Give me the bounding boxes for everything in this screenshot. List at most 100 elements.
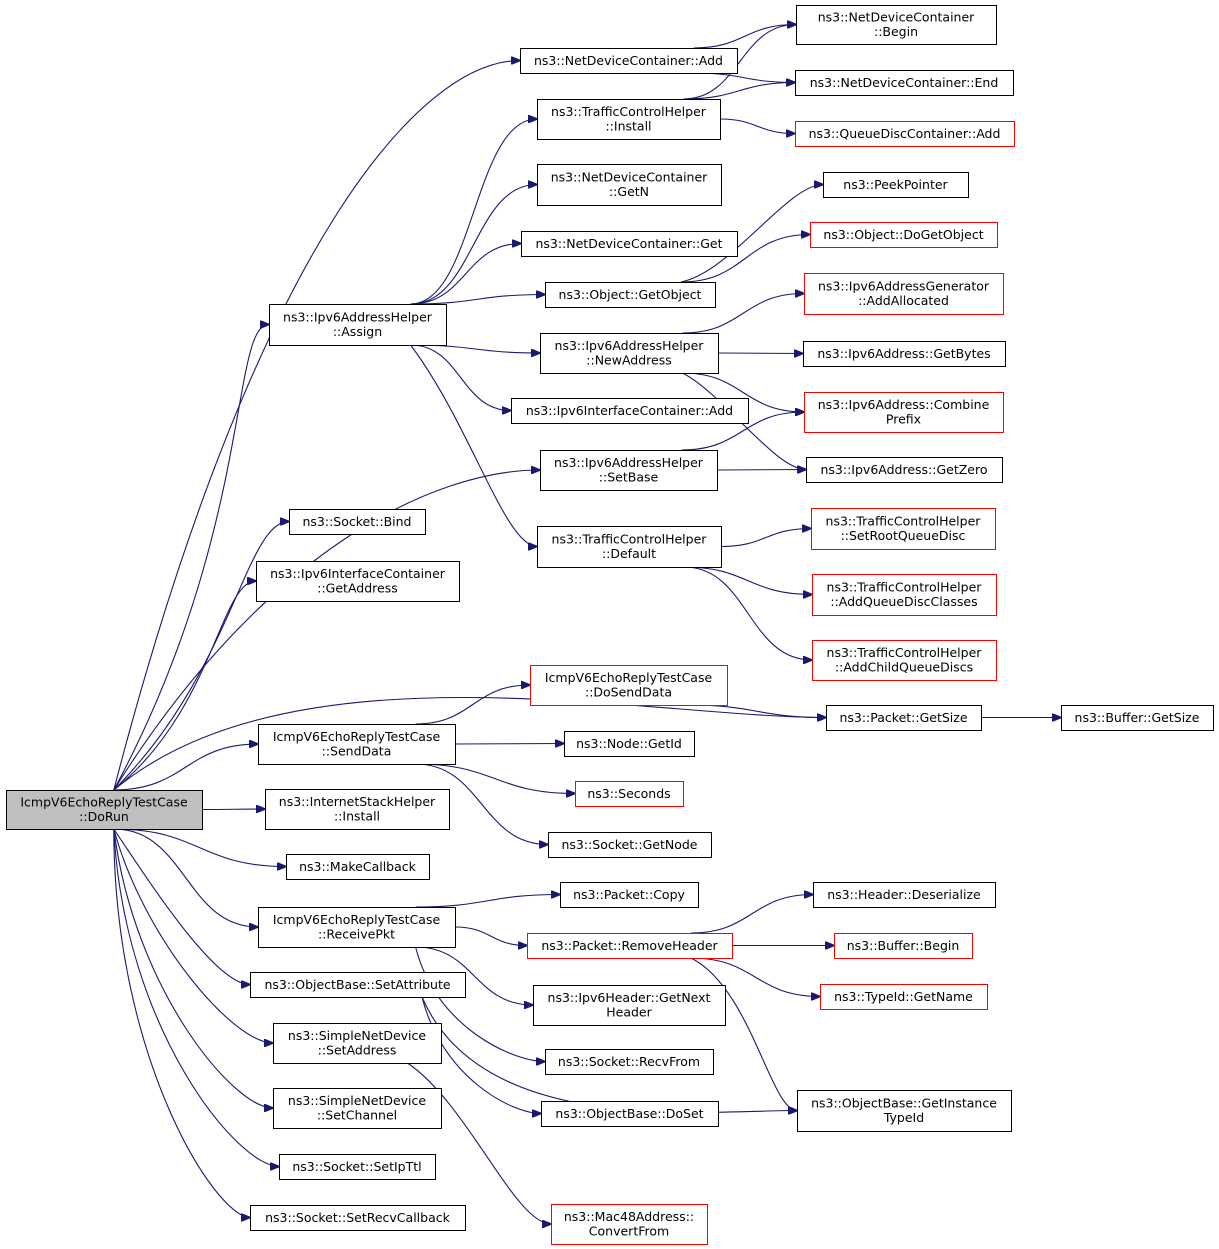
node-tch-addqueuediscclasses[interactable]: ns3::TrafficControlHelper::AddQueueDiscC… <box>812 574 997 616</box>
node-obj-getobject[interactable]: ns3::Object::GetObject <box>545 282 716 308</box>
node-socket-getnode[interactable]: ns3::Socket::GetNode <box>548 832 712 858</box>
node-qdc-add[interactable]: ns3::QueueDiscContainer::Add <box>795 121 1015 147</box>
node-label: ::SetBase <box>599 470 659 485</box>
node-ish-install[interactable]: ns3::InternetStackHelper::Install <box>265 789 450 830</box>
node-buffer-getsize[interactable]: ns3::Buffer::GetSize <box>1061 705 1214 731</box>
node-iah-newaddress[interactable]: ns3::Ipv6AddressHelper::NewAddress <box>540 333 719 374</box>
node-box <box>804 392 1004 433</box>
node-box <box>826 705 982 731</box>
node-tch-default[interactable]: ns3::TrafficControlHelper::Default <box>537 526 722 568</box>
node-tch-setrootqueuedisc[interactable]: ns3::TrafficControlHelper::SetRootQueueD… <box>811 508 996 550</box>
node-label: ns3::ObjectBase::GetInstance <box>811 1096 997 1111</box>
node-label: ns3::TrafficControlHelper <box>552 532 708 547</box>
node-node-getid[interactable]: ns3::Node::GetId <box>564 731 695 757</box>
edge-tch-install-to-qdc-add <box>719 118 795 134</box>
node-header-deserialize[interactable]: ns3::Header::Deserialize <box>813 882 996 908</box>
node-ndc-get[interactable]: ns3::NetDeviceContainer::Get <box>521 231 738 257</box>
node-packet-getsize[interactable]: ns3::Packet::GetSize <box>826 705 982 731</box>
edge-iah-assign-to-tch-install <box>410 119 537 305</box>
edge-senddata-to-dosenddata <box>415 685 530 725</box>
node-seconds[interactable]: ns3::Seconds <box>575 781 684 807</box>
node-box <box>533 985 726 1026</box>
edge-tch-default-to-tch-setrootqueuedisc <box>720 529 811 548</box>
node-iah-setbase[interactable]: ns3::Ipv6AddressHelper::SetBase <box>540 450 718 491</box>
edge-ndc-add-to-ndc-end <box>693 72 795 83</box>
node-ia-getzero[interactable]: ns3::Ipv6Address::GetZero <box>806 457 1003 483</box>
node-ndc-getn[interactable]: ns3::NetDeviceContainer::GetN <box>537 164 722 206</box>
node-label: ns3::ObjectBase::SetAttribute <box>264 977 450 992</box>
node-label: ::AddAllocated <box>858 293 949 308</box>
node-iic-add[interactable]: ns3::Ipv6InterfaceContainer::Add <box>511 398 749 424</box>
node-label: ns3::Socket::SetIpTtl <box>292 1159 421 1174</box>
node-box <box>545 282 716 308</box>
node-snd-setchannel[interactable]: ns3::SimpleNetDevice::SetChannel <box>273 1088 442 1129</box>
node-label: ns3::TrafficControlHelper <box>551 104 707 119</box>
node-label: ::Install <box>605 119 651 134</box>
node-label: ns3::InternetStackHelper <box>279 794 436 809</box>
node-box <box>537 164 722 206</box>
node-label: ns3::Ipv6Address::GetBytes <box>817 346 990 361</box>
edge-tch-install-to-ndc-begin <box>683 25 796 100</box>
node-iah-assign[interactable]: ns3::Ipv6AddressHelper::Assign <box>269 304 447 346</box>
node-label: IcmpV6EchoReplyTestCase <box>273 912 441 927</box>
edge-dorun-to-ish-install <box>201 809 265 810</box>
node-buffer-begin[interactable]: ns3::Buffer::Begin <box>834 933 973 959</box>
node-makecallback[interactable]: ns3::MakeCallback <box>286 854 430 880</box>
node-obj-dogetobject[interactable]: ns3::Object::DoGetObject <box>810 222 998 248</box>
node-dorun[interactable]: IcmpV6EchoReplyTestCase::DoRun <box>6 790 203 830</box>
node-box <box>820 984 988 1010</box>
node-ia-getbytes[interactable]: ns3::Ipv6Address::GetBytes <box>803 341 1006 367</box>
node-label: ns3::Node::GetId <box>576 736 682 751</box>
node-label: ::SendData <box>322 744 392 759</box>
node-label: ::Assign <box>333 324 382 339</box>
node-box <box>273 1023 442 1064</box>
node-ndc-end[interactable]: ns3::NetDeviceContainer::End <box>795 70 1014 96</box>
edge-dorun-to-iah-setbase <box>113 470 540 791</box>
node-label: ns3::Ipv6InterfaceContainer::Add <box>526 403 733 418</box>
node-socket-bind[interactable]: ns3::Socket::Bind <box>289 509 426 535</box>
node-label: ns3::Ipv6Address::GetZero <box>820 462 987 477</box>
node-iag-addallocated[interactable]: ns3::Ipv6AddressGenerator::AddAllocated <box>804 273 1004 315</box>
node-mac48-convertfrom[interactable]: ns3::Mac48Address::ConvertFrom <box>551 1204 708 1245</box>
node-box <box>250 972 466 998</box>
node-label: ns3::SimpleNetDevice <box>288 1028 426 1043</box>
node-label: ns3::TrafficControlHelper <box>827 580 983 595</box>
node-label: ::SetChannel <box>317 1108 397 1123</box>
node-tch-install[interactable]: ns3::TrafficControlHelper::Install <box>537 99 721 140</box>
node-label: ::NewAddress <box>586 353 671 368</box>
node-packet-copy[interactable]: ns3::Packet::Copy <box>560 882 699 908</box>
edge-senddata-to-node-getid <box>454 744 564 745</box>
edge-dorun-to-senddata <box>113 744 258 791</box>
node-box <box>834 933 973 959</box>
node-label: ns3::NetDeviceContainer <box>818 10 975 25</box>
node-label: ::AddChildQueueDiscs <box>835 660 973 675</box>
edge-senddata-to-seconds <box>415 763 575 794</box>
node-box <box>804 273 1004 315</box>
edge-receivepkt-to-packet-removeheader <box>454 926 527 946</box>
node-socket-recvfrom[interactable]: ns3::Socket::RecvFrom <box>545 1049 714 1075</box>
node-box <box>795 121 1015 147</box>
node-box <box>548 832 712 858</box>
node-packet-removeheader[interactable]: ns3::Packet::RemoveHeader <box>527 933 733 959</box>
node-peekpointer[interactable]: ns3::PeekPointer <box>823 172 969 198</box>
node-senddata[interactable]: IcmpV6EchoReplyTestCase::SendData <box>258 724 456 765</box>
node-typeid-getname[interactable]: ns3::TypeId::GetName <box>820 984 988 1010</box>
node-label: IcmpV6EchoReplyTestCase <box>273 729 441 744</box>
node-ndc-add[interactable]: ns3::NetDeviceContainer::Add <box>520 48 738 74</box>
node-socket-setipttl[interactable]: ns3::Socket::SetIpTtl <box>279 1154 436 1180</box>
node-snd-setaddress[interactable]: ns3::SimpleNetDevice::SetAddress <box>273 1023 442 1064</box>
node-dosenddata[interactable]: IcmpV6EchoReplyTestCase::DoSendData <box>530 665 728 706</box>
node-ob-doset[interactable]: ns3::ObjectBase::DoSet <box>541 1101 719 1127</box>
node-receivepkt[interactable]: IcmpV6EchoReplyTestCase::ReceivePkt <box>258 907 456 948</box>
node-socket-setrecvcallback[interactable]: ns3::Socket::SetRecvCallback <box>250 1205 466 1231</box>
node-label: ::SetAddress <box>318 1043 397 1058</box>
node-tch-addchildqueuediscs[interactable]: ns3::TrafficControlHelper::AddChildQueue… <box>812 640 997 681</box>
node-ndc-begin[interactable]: ns3::NetDeviceContainer::Begin <box>796 5 997 45</box>
node-iic-getaddress[interactable]: ns3::Ipv6InterfaceContainer::GetAddress <box>256 561 460 602</box>
node-ob-setattribute[interactable]: ns3::ObjectBase::SetAttribute <box>250 972 466 998</box>
edge-obj-getobject-to-obj-dogetobject <box>680 235 810 283</box>
node-box <box>795 70 1014 96</box>
